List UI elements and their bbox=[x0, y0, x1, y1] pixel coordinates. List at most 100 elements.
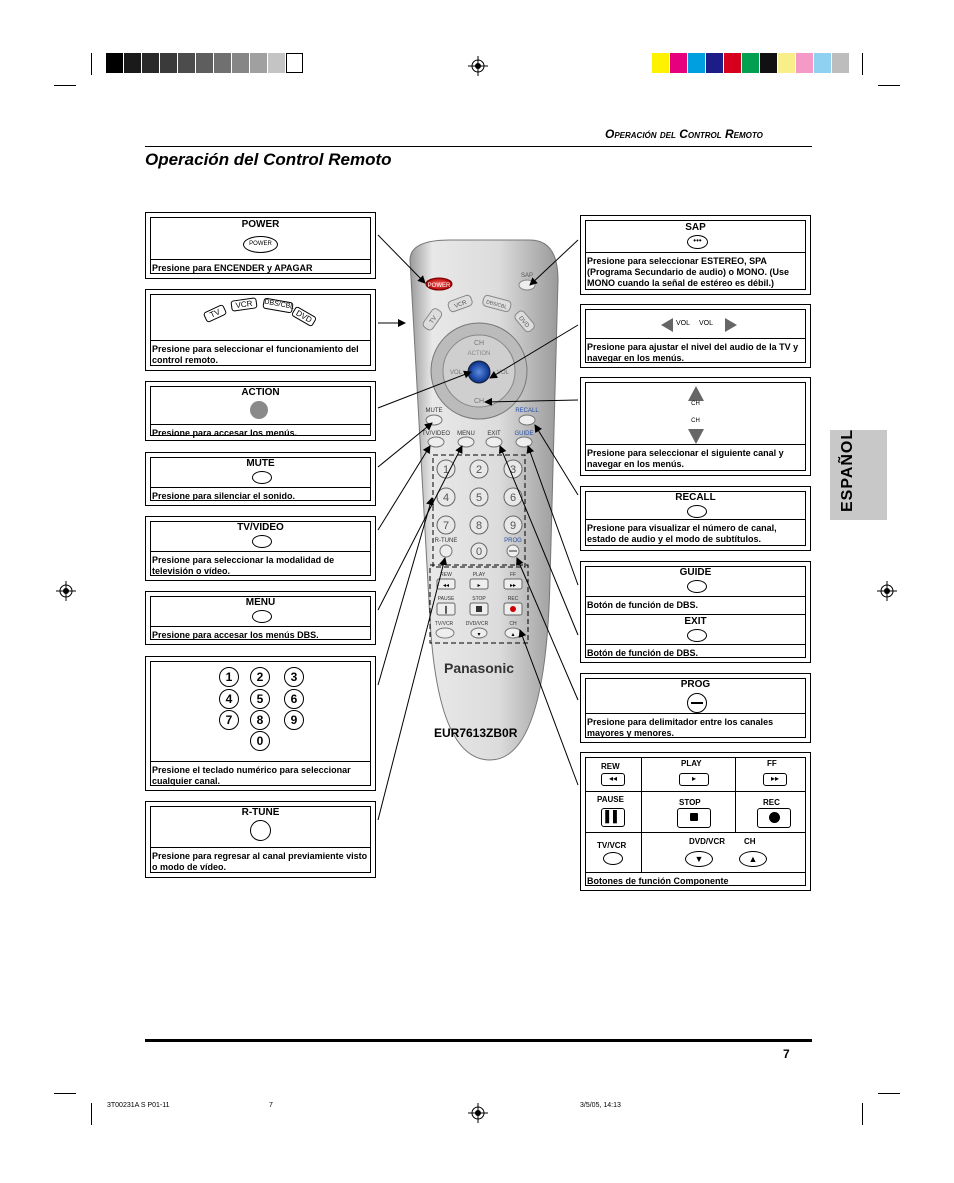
sap-label: SAP bbox=[685, 222, 706, 233]
key-9: 9 bbox=[284, 710, 304, 730]
svg-text:▴: ▴ bbox=[511, 632, 514, 638]
mute-box: MUTE Presione para silenciar el sonido. bbox=[145, 452, 376, 506]
rec-button-icon bbox=[757, 808, 791, 828]
svg-text:MENU: MENU bbox=[457, 431, 475, 437]
keypad-box: 1 2 3 4 5 6 7 8 9 0 Presione el teclado … bbox=[145, 656, 376, 791]
dvdvcr-label: DVD/VCR bbox=[689, 837, 726, 846]
key-8: 8 bbox=[250, 710, 270, 730]
rec-label: REC bbox=[763, 798, 780, 807]
svg-text:2: 2 bbox=[476, 464, 482, 476]
svg-text:5: 5 bbox=[476, 492, 482, 504]
mode-desc: Presione para seleccionar el funcionamie… bbox=[150, 340, 371, 366]
page-title: Operación del Control Remoto bbox=[145, 150, 392, 169]
menu-button-icon bbox=[252, 610, 272, 623]
action-label: ACTION bbox=[241, 387, 280, 398]
minus-icon bbox=[691, 702, 703, 704]
language-tab: ESPAÑOL bbox=[830, 429, 887, 520]
tvvcr-button-icon bbox=[603, 852, 623, 865]
svg-text:Panasonic: Panasonic bbox=[444, 660, 514, 676]
svg-text:R-TUNE: R-TUNE bbox=[435, 538, 458, 544]
exit-label: EXIT bbox=[684, 616, 707, 627]
mute-button-icon bbox=[252, 471, 272, 484]
svg-text:POWER: POWER bbox=[428, 283, 451, 289]
svg-text:REW: REW bbox=[440, 572, 452, 578]
keypad-desc: Presione el teclado numérico para selecc… bbox=[150, 761, 371, 787]
svg-text:CH: CH bbox=[474, 340, 484, 347]
section-header: Operación del Control Remoto bbox=[605, 127, 763, 141]
tvvideo-desc: Presione para seleccionar la modalidad d… bbox=[150, 551, 371, 577]
guide-label: GUIDE bbox=[679, 567, 712, 578]
key-0: 0 bbox=[250, 731, 270, 751]
footer-file: 3T00231A S P01-11 bbox=[107, 1102, 170, 1109]
svg-text:7: 7 bbox=[443, 520, 449, 532]
power-box: POWER POWER Presione para ENCENDER y APA… bbox=[145, 212, 376, 279]
svg-text:DBS/CBL: DBS/CBL bbox=[485, 299, 507, 310]
svg-text:9: 9 bbox=[510, 520, 516, 532]
svg-text:ACTION: ACTION bbox=[468, 351, 491, 357]
exit-desc: Botón de función de DBS. bbox=[585, 644, 806, 659]
ch-up-label: CH bbox=[691, 401, 700, 407]
action-box: ACTION Presione para accesar los menús. bbox=[145, 381, 376, 441]
svg-text:EXIT: EXIT bbox=[487, 431, 501, 437]
svg-text:CH: CH bbox=[474, 398, 484, 405]
svg-text:DVD/VCR: DVD/VCR bbox=[466, 621, 489, 627]
ff-label: FF bbox=[767, 759, 777, 768]
svg-text:▸▸: ▸▸ bbox=[510, 583, 516, 589]
vol-box: VOL VOL Presione para ajustar el nivel d… bbox=[580, 304, 811, 368]
svg-text:REC: REC bbox=[508, 596, 519, 602]
svg-text:CH: CH bbox=[509, 621, 517, 627]
sap-button-icon: ••• bbox=[687, 235, 708, 249]
rew-label: REW bbox=[601, 762, 620, 771]
svg-text:VCR: VCR bbox=[454, 300, 469, 310]
recall-desc: Presione para visualizar el número de ca… bbox=[585, 519, 806, 545]
power-label: POWER bbox=[241, 219, 280, 230]
svg-text:4: 4 bbox=[443, 492, 449, 504]
guide-desc: Botón de función de DBS. bbox=[585, 596, 806, 615]
rtune-button-icon bbox=[250, 820, 271, 841]
svg-text:∥: ∥ bbox=[444, 605, 448, 614]
play-button-icon: ▸ bbox=[679, 773, 709, 786]
pause-label: PAUSE bbox=[597, 795, 624, 804]
component-box: REW ◂◂ PLAY ▸ FF ▸▸ PAUSE ▌▌ STOP REC TV… bbox=[580, 752, 811, 891]
stop-label: STOP bbox=[679, 798, 701, 807]
menu-desc: Presione para accesar los menús DBS. bbox=[150, 626, 371, 641]
svg-text:VOL: VOL bbox=[497, 370, 510, 376]
tvvideo-box: TV/VIDEO Presione para seleccionar la mo… bbox=[145, 516, 376, 581]
key-3: 3 bbox=[284, 667, 304, 687]
exit-button-icon bbox=[687, 629, 707, 642]
svg-text:PROG: PROG bbox=[504, 538, 522, 544]
svg-text:6: 6 bbox=[510, 492, 516, 504]
crosshair-icon bbox=[56, 581, 76, 601]
remote-model: EUR7613ZB0R bbox=[434, 726, 518, 740]
ch-desc: Presione para seleccionar el siguiente c… bbox=[585, 444, 806, 470]
pause-button-icon: ▌▌ bbox=[601, 808, 625, 827]
crosshair-icon bbox=[877, 581, 897, 601]
crosshair-icon bbox=[468, 56, 488, 76]
power-desc: Presione para ENCENDER y APAGAR bbox=[150, 259, 371, 274]
vol-up-label: VOL bbox=[699, 320, 714, 327]
svg-text:0: 0 bbox=[476, 546, 482, 558]
rew-button-icon: ◂◂ bbox=[601, 773, 625, 786]
mute-label: MUTE bbox=[246, 458, 275, 469]
play-label: PLAY bbox=[681, 759, 702, 768]
svg-text:8: 8 bbox=[476, 520, 482, 532]
svg-text:FF: FF bbox=[510, 572, 516, 578]
component-desc: Botones de función Componente bbox=[585, 872, 806, 887]
header-rule bbox=[145, 146, 812, 147]
key-4: 4 bbox=[219, 689, 239, 709]
ch-down-icon: ▼ bbox=[685, 851, 713, 867]
svg-text:GUIDE: GUIDE bbox=[514, 431, 533, 437]
svg-text:▾: ▾ bbox=[477, 632, 480, 638]
svg-text:RECALL: RECALL bbox=[515, 408, 539, 414]
rtune-box: R-TUNE Presione para regresar al canal p… bbox=[145, 801, 376, 878]
svg-text:PAUSE: PAUSE bbox=[438, 596, 455, 602]
svg-text:STOP: STOP bbox=[472, 596, 486, 602]
footer-rule bbox=[145, 1039, 812, 1042]
svg-text:SAP: SAP bbox=[521, 273, 533, 279]
ff-button-icon: ▸▸ bbox=[763, 773, 787, 786]
vol-desc: Presione para ajustar el nivel del audio… bbox=[585, 338, 806, 364]
action-desc: Presione para accesar los menús. bbox=[150, 424, 371, 439]
rtune-label: R-TUNE bbox=[241, 807, 280, 818]
sap-desc: Presione para seleccionar ESTEREO, SPA (… bbox=[585, 252, 806, 289]
key-5: 5 bbox=[250, 689, 270, 709]
